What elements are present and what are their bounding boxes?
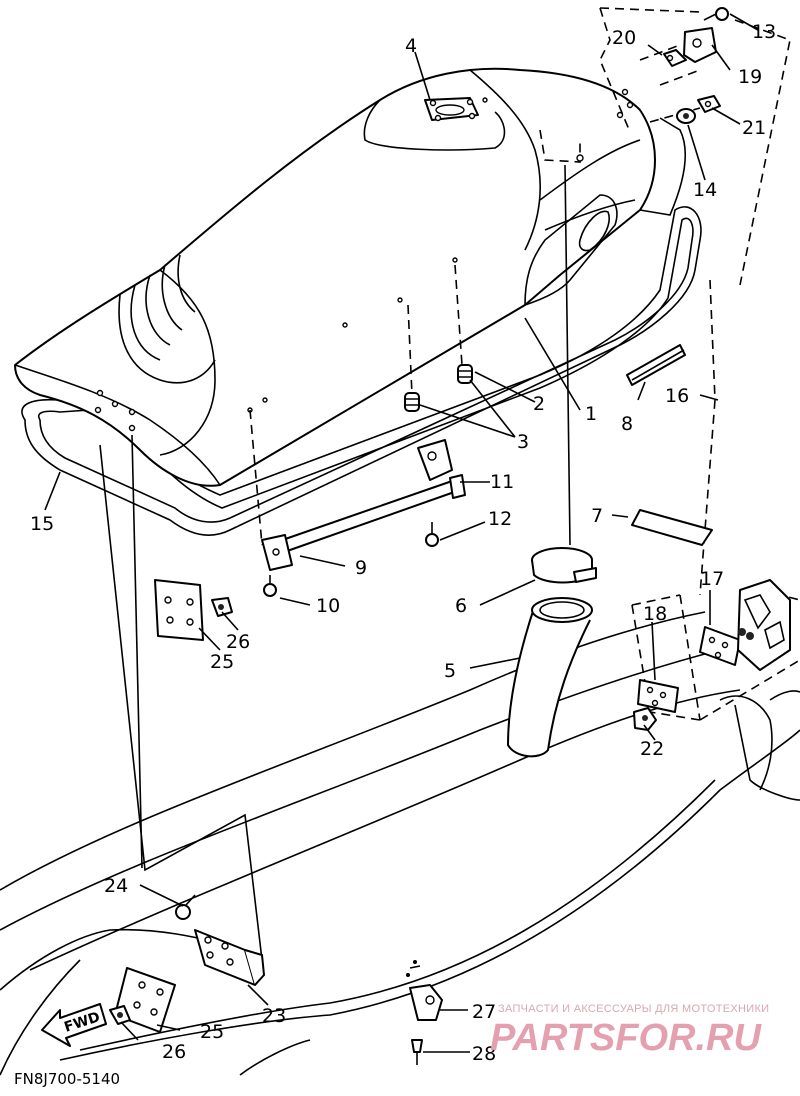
label-10: 10 [316,595,340,617]
label-6: 6 [455,595,467,617]
leader-lines [44,13,759,1053]
label-11: 11 [490,471,514,493]
label-22: 22 [640,738,664,760]
clip-and-rivet [409,984,443,1065]
label-23: 23 [262,1005,286,1027]
label-12: 12 [488,508,512,530]
label-8: 8 [621,413,633,435]
label-14: 14 [693,179,717,201]
label-27: 27 [472,1001,496,1023]
label-18: 18 [643,603,667,625]
label-25b: 25 [200,1021,224,1043]
part-labels: 4 2 1 3 11 12 9 10 15 6 5 7 8 13 19 20 2… [30,21,776,1065]
label-13: 13 [752,21,776,43]
watermark: ЗАПЧАСТИ И АКСЕССУАРЫ ДЛЯ МОТОТЕХНИКИ PA… [490,1003,769,1059]
label-26a: 26 [226,631,250,653]
label-1: 1 [585,403,597,425]
forward-direction-arrow: FWD [41,1003,107,1047]
label-7: 7 [591,505,603,527]
latch-hardware [663,7,729,124]
label-20: 20 [612,27,636,49]
label-16: 16 [665,385,689,407]
drawing-code: FN8J700-5140 [14,1070,120,1088]
grommets [404,364,473,412]
label-9: 9 [355,557,367,579]
hull-body [0,611,800,1076]
label-25a: 25 [210,651,234,673]
watermark-logo: PARTSFOR.RU [490,1017,762,1059]
label-2: 2 [533,393,545,415]
label-21: 21 [742,117,766,139]
label-28: 28 [472,1043,496,1065]
seat-vent-cap [424,97,479,122]
seat-bolt-holes [94,88,634,432]
label-15: 15 [30,513,54,535]
vent-duct [507,547,597,758]
label-5: 5 [444,660,456,682]
watermark-tagline: ЗАПЧАСТИ И АКСЕССУАРЫ ДЛЯ МОТОТЕХНИКИ [498,1003,769,1015]
label-3: 3 [517,431,529,453]
seat-assembly [14,67,686,487]
label-4: 4 [405,35,417,57]
hinge-guide-lines [99,434,263,961]
seat-hinge [175,894,265,986]
mounting-plates-left [109,579,233,1033]
seat-lock-rod [261,439,466,597]
label-24: 24 [104,875,128,897]
label-19: 19 [738,66,762,88]
label-17: 17 [700,568,724,590]
label-26b: 26 [162,1041,186,1063]
pad-strips [626,344,713,546]
mounting-plates-right [633,579,791,731]
